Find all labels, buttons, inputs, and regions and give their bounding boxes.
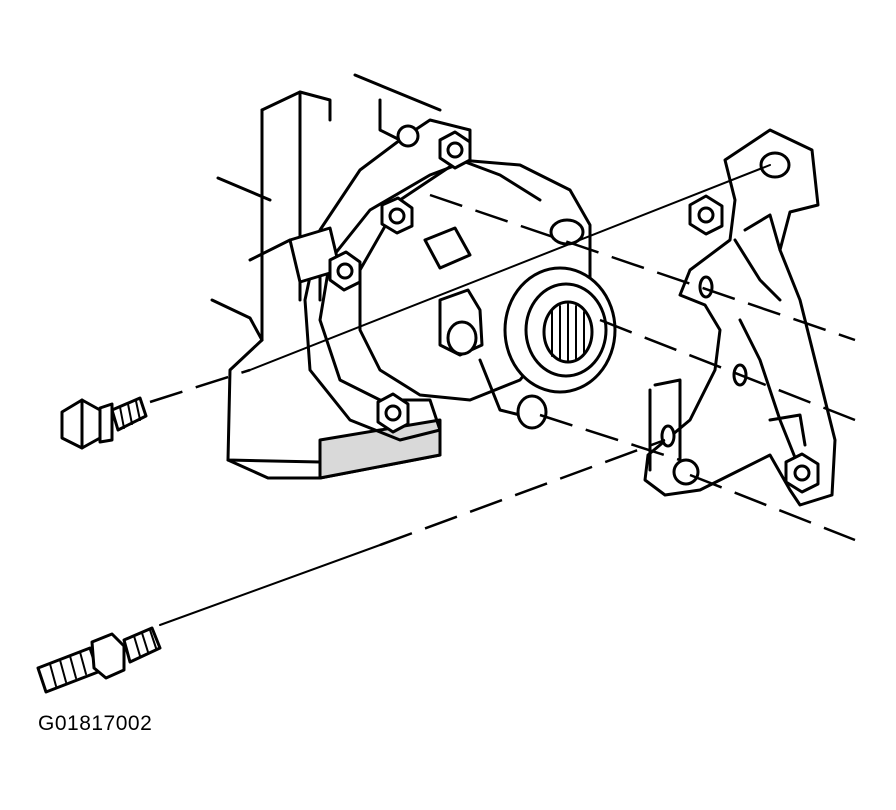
pump-bolt-bottom bbox=[376, 392, 410, 434]
pump-bolt-left bbox=[328, 250, 362, 292]
engine-housing bbox=[210, 73, 442, 480]
pump-body bbox=[288, 158, 617, 430]
bracket-hole-4 bbox=[672, 458, 700, 486]
hex-bolt-upper bbox=[60, 396, 148, 450]
bracket-bolt-upper bbox=[688, 194, 724, 236]
bracket-hole-1 bbox=[698, 275, 714, 299]
pump-bolt-upper-left bbox=[380, 196, 414, 235]
alignment-lines bbox=[149, 164, 856, 626]
inlet-port bbox=[446, 320, 478, 356]
figure-code: G01817002 bbox=[38, 712, 153, 735]
mounting-bracket bbox=[643, 128, 837, 507]
bracket-bolt-lower bbox=[784, 452, 820, 494]
pump-bolt-top bbox=[438, 130, 472, 170]
stud-bolt-lower bbox=[36, 626, 162, 694]
bracket-hole-3 bbox=[660, 424, 676, 448]
bracket-hole-top bbox=[759, 151, 791, 179]
flange-hole bbox=[396, 124, 420, 148]
body-bore-lower bbox=[516, 394, 548, 430]
